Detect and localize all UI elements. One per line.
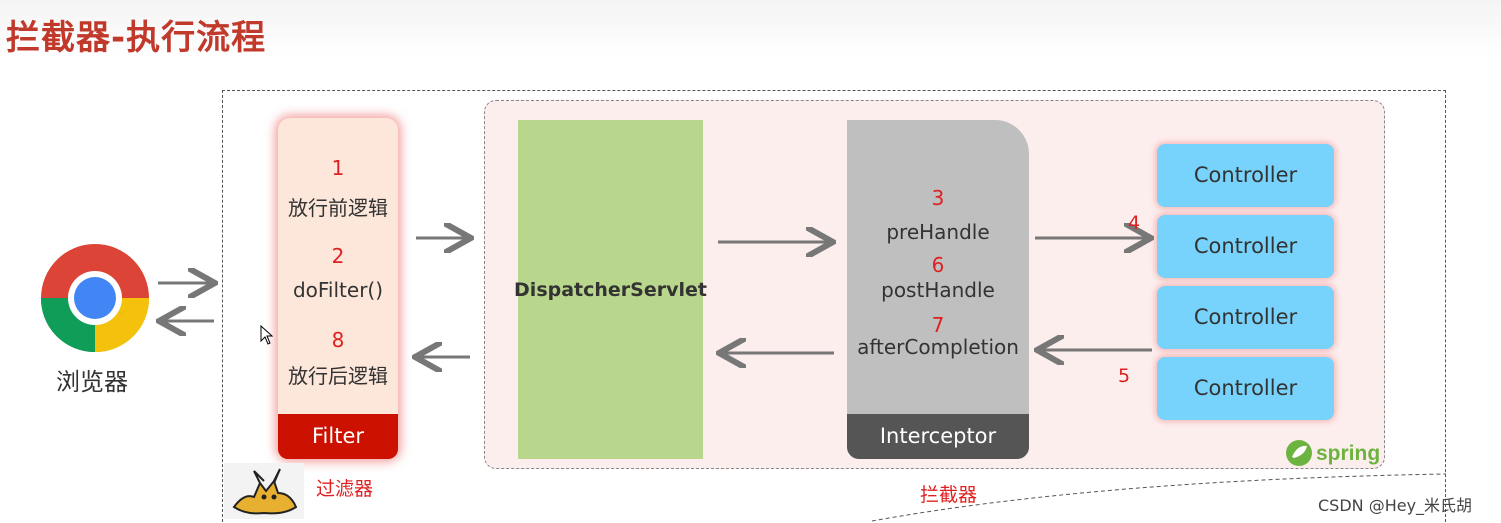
filter-caption: 过滤器	[316, 478, 374, 500]
step-label: afterCompletion	[857, 335, 1019, 359]
step-label: doFilter()	[292, 278, 384, 302]
tomcat-container-boundary	[222, 90, 1446, 522]
controller-box: Controller	[1157, 286, 1334, 349]
spring-logo: spring	[1285, 437, 1385, 469]
browser-label: 浏览器	[56, 368, 128, 396]
controller-box: Controller	[1157, 357, 1334, 420]
header-bar	[0, 0, 1501, 58]
spring-logo-text: spring	[1316, 442, 1380, 465]
dispatcher-servlet-label: DispatcherServlet	[514, 278, 707, 301]
interceptor-caption: 拦截器	[920, 484, 978, 506]
filter-footer: Filter	[278, 414, 398, 459]
step-number: 2	[331, 244, 345, 268]
filter-block: 1 放行前逻辑 2 doFilter() 8 放行后逻辑 Filter	[278, 118, 398, 459]
step-label: preHandle	[886, 220, 990, 244]
step-number: 8	[331, 328, 345, 352]
step-label: 放行后逻辑	[288, 364, 388, 388]
step-number: 7	[931, 313, 945, 337]
boundary-curve	[871, 473, 1447, 522]
interceptor-footer: Interceptor	[847, 414, 1029, 459]
step-label: 放行前逻辑	[288, 196, 388, 220]
controller-box: Controller	[1157, 144, 1334, 207]
step-number: 6	[931, 253, 945, 277]
mouse-cursor-icon	[260, 324, 274, 349]
interceptor-block: 3 preHandle 6 postHandle 7 afterCompleti…	[847, 120, 1029, 459]
page-title: 拦截器-执行流程	[6, 18, 267, 58]
dispatcher-servlet-block: DispatcherServlet	[514, 120, 707, 459]
step-number: 3	[931, 186, 945, 210]
watermark: CSDN @Hey_米氏胡	[1318, 496, 1473, 515]
chrome-icon	[40, 243, 150, 353]
step-number-4: 4	[1128, 212, 1141, 234]
controller-box: Controller	[1157, 215, 1334, 278]
step-number-5: 5	[1118, 365, 1131, 387]
step-label: postHandle	[881, 278, 995, 302]
step-number: 1	[331, 156, 345, 180]
tomcat-logo-icon	[224, 463, 304, 519]
